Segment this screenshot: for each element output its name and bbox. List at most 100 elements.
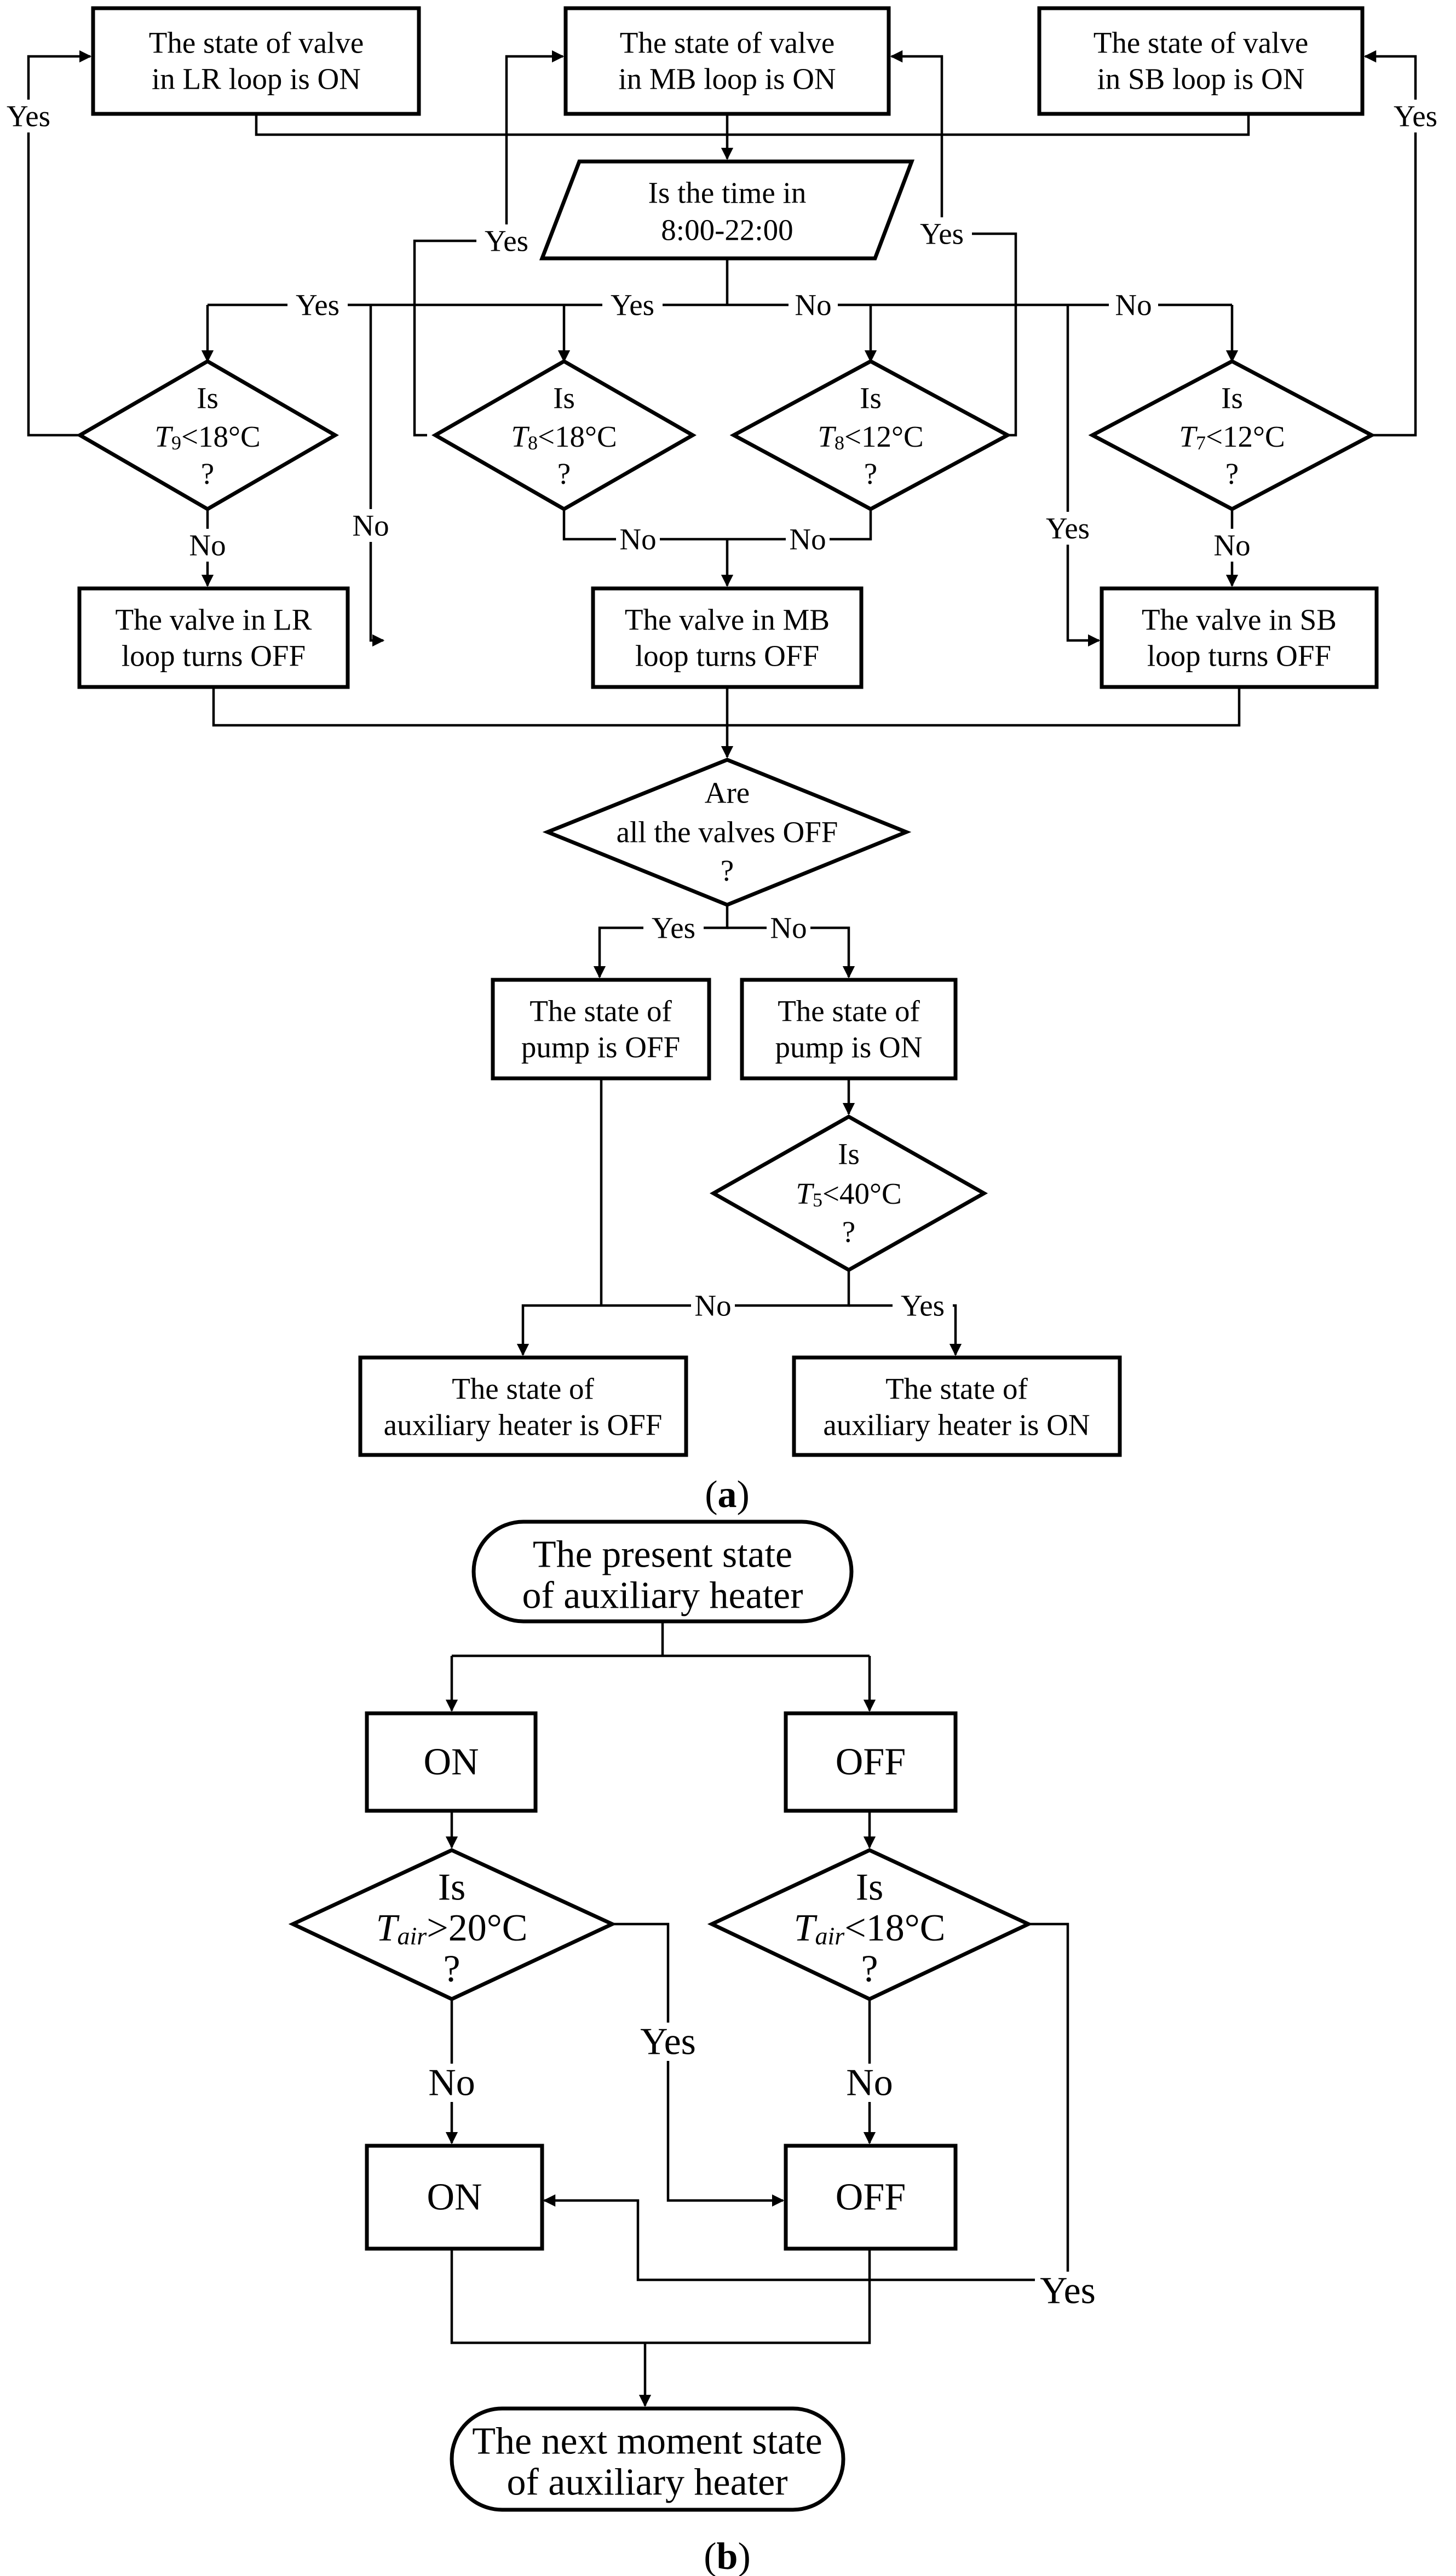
label-no-t8-12: No [786,523,830,556]
svg-text:The state of valve: The state of valve [1094,26,1308,60]
svg-text:T7<12°C: T7<12°C [1179,420,1285,454]
svg-text:The valve in SB: The valve in SB [1142,603,1337,637]
figure-b-nodes: The present state of auxiliary heater ON… [288,1520,1033,2512]
svg-text:Is: Is [553,382,575,415]
svg-text:T8<18°C: T8<18°C [511,420,617,454]
label-yes-all-valves: Yes [643,911,704,945]
svg-text:No: No [846,2062,893,2104]
svg-text:?: ? [861,1948,878,1990]
svg-text:in LR loop is ON: in LR loop is ON [152,62,361,96]
label-no-tair-gt20: No [427,2062,476,2104]
figure-a-connectors [27,50,1417,1356]
label-yes-tair-lt18: Yes [1035,2270,1101,2312]
svg-text:No: No [1115,288,1152,322]
label-no-tair-lt18: No [845,2062,894,2104]
valve-lr-off-box: The valve in LR loop turns OFF [77,586,350,689]
svg-text:auxiliary heater is OFF: auxiliary heater is OFF [384,1408,663,1442]
svg-text:in MB loop is ON: in MB loop is ON [618,62,836,96]
svg-text:The state of valve: The state of valve [620,26,835,60]
svg-text:OFF: OFF [836,2176,906,2219]
svg-text:The valve in LR: The valve in LR [116,603,312,637]
svg-text:Yes: Yes [640,2021,696,2063]
label-no-t5: No [691,1289,735,1322]
svg-text:Is: Is [197,382,218,415]
svg-text:Yes: Yes [7,100,50,133]
svg-text:auxiliary heater is ON: auxiliary heater is ON [823,1408,1090,1442]
label-yes-mb12-loop: Yes [912,217,972,251]
svg-text:Is the time in: Is the time in [648,176,807,210]
label-yes-time-left: Yes [287,288,348,322]
svg-text:No: No [795,288,831,322]
svg-text:The state of valve: The state of valve [149,26,364,60]
svg-text:Is: Is [438,1867,466,1909]
on-box-bottom: ON [365,2144,544,2251]
svg-text:The present state: The present state [533,1534,792,1576]
figure-b: The present state of auxiliary heater ON… [288,1520,1101,2576]
svg-text:Yes: Yes [485,224,528,258]
figure-a: The state of valve in LR loop is ON The … [5,6,1438,1516]
svg-text:No: No [619,523,656,556]
next-state-terminal: The next moment state of auxiliary heate… [450,2406,845,2512]
label-no-t8-18: No [616,523,660,556]
svg-text:The state of: The state of [452,1372,594,1406]
svg-text:T5<40°C: T5<40°C [796,1177,901,1211]
svg-text:pump is ON: pump is ON [775,1031,923,1064]
off-box-top: OFF [784,1711,958,1813]
svg-text:No: No [694,1289,731,1322]
svg-text:Is: Is [856,1867,884,1909]
label-yes-lr-loop: Yes [5,100,52,133]
svg-text:pump is OFF: pump is OFF [521,1031,680,1064]
svg-text:8:00-22:00: 8:00-22:00 [661,213,793,247]
svg-text:Yes: Yes [611,288,654,322]
svg-text:of auxiliary heater: of auxiliary heater [507,2462,787,2504]
valve-mb-off-box: The valve in MB loop turns OFF [591,586,864,689]
heater-on-box: The state of auxiliary heater is ON [792,1355,1122,1457]
svg-text:?: ? [557,457,571,490]
svg-text:in SB loop is ON: in SB loop is ON [1097,62,1305,96]
svg-text:The valve in MB: The valve in MB [625,603,830,637]
figure-a-nodes: The state of valve in LR loop is ON The … [76,6,1379,1457]
svg-text:all the valves OFF: all the valves OFF [617,816,838,849]
all-valves-off-decision: Are all the valves OFF ? [542,758,912,907]
svg-text:Yes: Yes [901,1289,945,1322]
time-check-parallelogram: Is the time in 8:00-22:00 [539,159,915,261]
svg-text:Yes: Yes [296,288,339,322]
present-state-terminal: The present state of auxiliary heater [471,1520,854,1624]
figure-a-edge-labels: Yes Yes Yes Yes Yes Yes No No No No No N… [5,100,1438,1322]
svg-text:Yes: Yes [1046,512,1090,545]
svg-text:Yes: Yes [652,911,695,945]
valve-mb-on-box: The state of valve in MB loop is ON [563,6,891,116]
label-no-offtime-lr: No [350,509,391,542]
label-yes-offtime-sb: Yes [1043,512,1092,545]
on-box-top: ON [365,1711,538,1813]
svg-text:Tair>20°C: Tair>20°C [376,1907,528,1950]
t5-decision: Is T5<40°C ? [709,1114,988,1273]
svg-text:OFF: OFF [836,1741,906,1783]
svg-text:Yes: Yes [920,217,964,251]
label-no-all-valves: No [767,911,810,945]
svg-text:No: No [770,911,807,945]
svg-text:The state of: The state of [885,1372,1028,1406]
svg-text:Is: Is [838,1137,860,1171]
tair-gt20-decision: Is Tair>20°C ? [288,1848,617,2001]
svg-text:?: ? [201,457,214,490]
label-no-time-right: No [1109,288,1158,322]
pump-on-box: The state of pump is ON [740,978,958,1081]
label-yes-mb-loop: Yes [476,224,537,258]
svg-text:No: No [189,529,226,562]
svg-text:?: ? [1225,457,1239,490]
label-yes-sb-loop: Yes [1392,100,1438,133]
caption-a: (a) [705,1474,750,1516]
label-no-time-mid: No [789,288,838,322]
svg-text:loop turns OFF: loop turns OFF [1147,639,1331,673]
svg-text:?: ? [864,457,877,490]
pump-off-box: The state of pump is OFF [491,978,711,1081]
svg-text:No: No [428,2062,475,2104]
svg-text:Yes: Yes [1040,2270,1096,2312]
svg-text:of auxiliary heater: of auxiliary heater [522,1575,803,1617]
svg-text:Yes: Yes [1394,100,1437,133]
svg-text:Is: Is [860,382,882,415]
caption-b: (b) [704,2535,751,2576]
figure-b-edge-labels: No Yes No Yes [427,2021,1101,2312]
